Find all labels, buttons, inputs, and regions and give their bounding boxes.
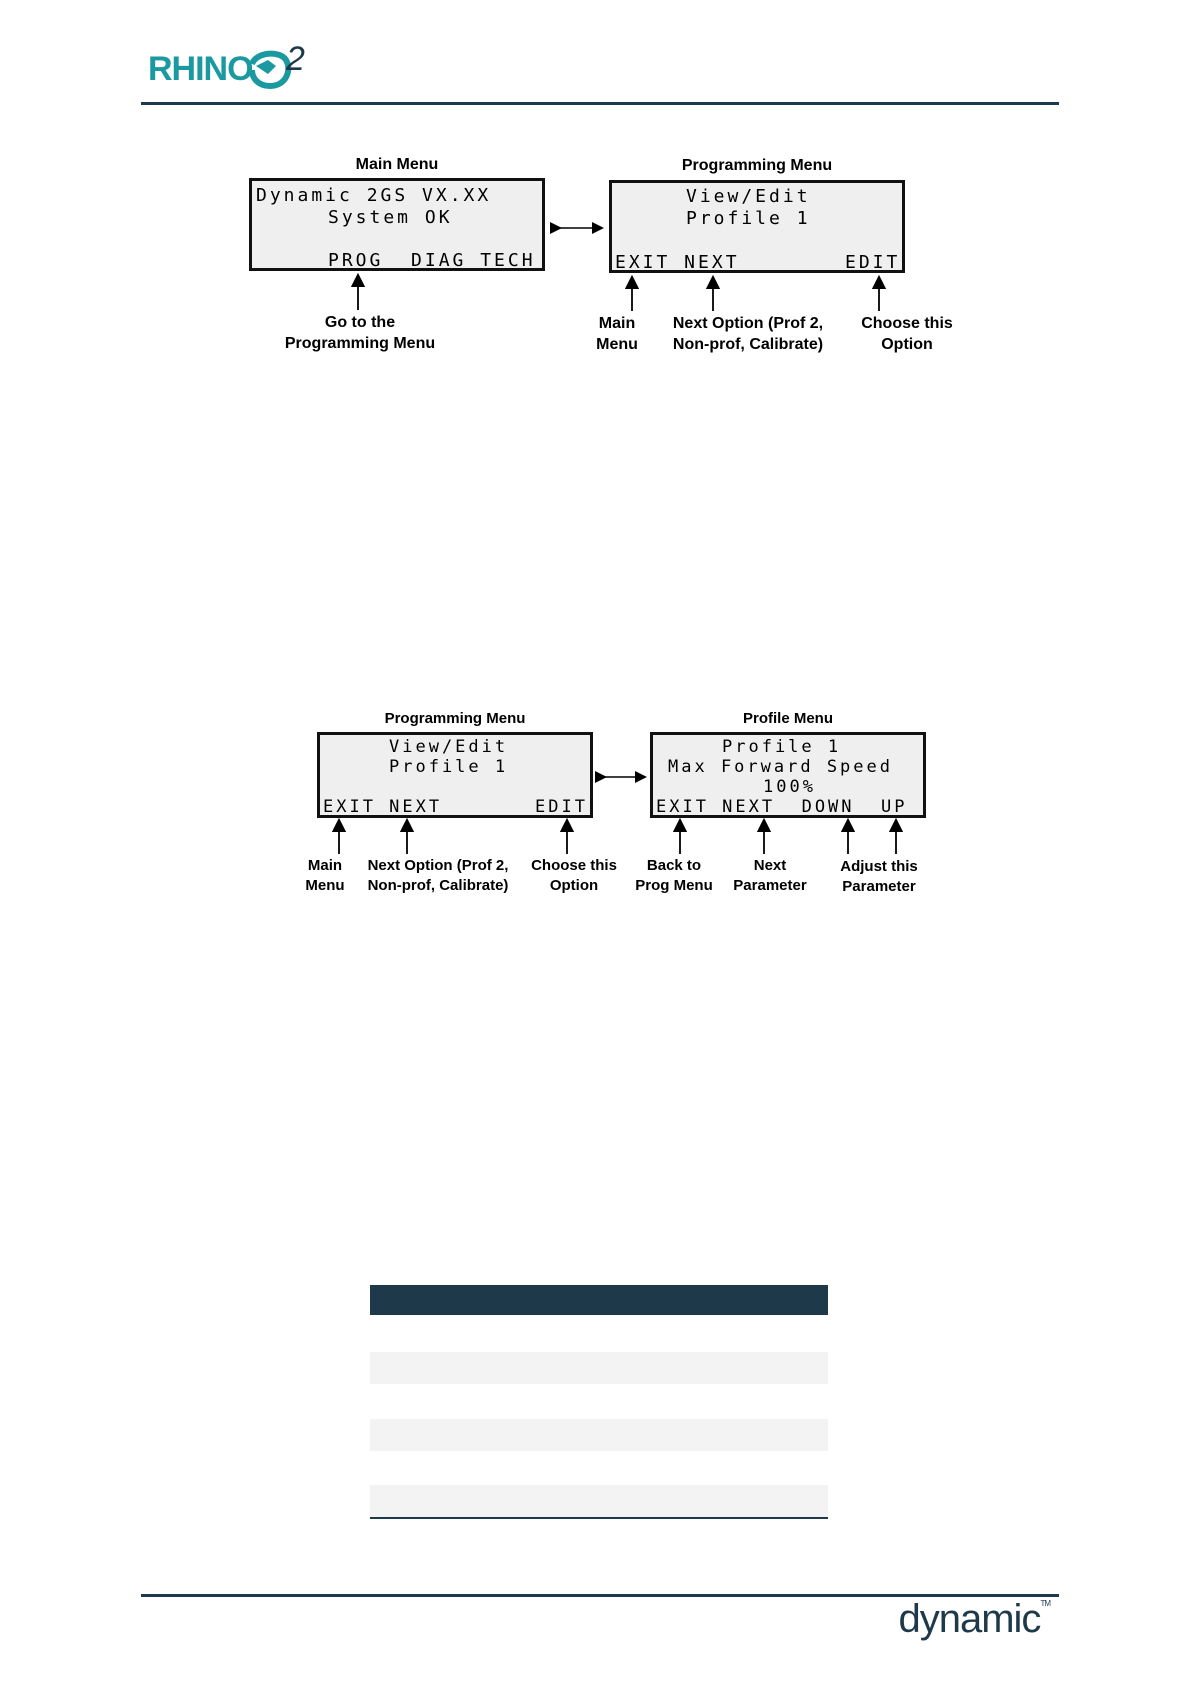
lcd-line-3: 100%	[763, 777, 816, 797]
caption-line: Non-prof, Calibrate)	[367, 877, 509, 894]
parameter-table	[370, 1285, 828, 1519]
diagram1-arrows	[350, 222, 887, 311]
caption-next: Next Option (Prof 2, Non-prof, Calibrate…	[658, 313, 838, 355]
programming-menu-screen: View/Edit Profile 1 EXIT NEXT EDIT	[317, 732, 593, 818]
lcd-line-2: Profile 1	[686, 208, 811, 229]
caption-edit: Choose this Option	[526, 856, 622, 896]
lcd-line-2: Max Forward Speed	[668, 757, 893, 777]
lcd-line-1: Profile 1	[722, 737, 842, 757]
programming-menu-title: Programming Menu	[681, 157, 833, 174]
caption-exit: Main Menu	[297, 856, 353, 896]
caption-line: Back to	[646, 857, 702, 874]
dynamic-logo: dynamicTM	[898, 1597, 1050, 1642]
caption-line: Parameter	[733, 877, 807, 894]
table-header	[370, 1285, 828, 1315]
caption-prog: Go to the Programming Menu	[268, 312, 452, 354]
caption-line: Go to the	[324, 314, 396, 331]
diagram-programming-to-profile: Programming Menu View/Edit Profile 1 EXI…	[0, 700, 1191, 910]
table-bottom-rule	[370, 1517, 828, 1519]
caption-next-parameter: Next Parameter	[724, 856, 816, 896]
caption-line: Next Option (Prof 2,	[367, 857, 509, 874]
lcd-softkeys: PROG DIAG TECH	[328, 250, 536, 271]
caption-line: Choose this	[861, 315, 953, 332]
caption-line: Main	[598, 315, 636, 332]
lcd-softkey-edit: EDIT	[535, 797, 588, 817]
table-row	[370, 1352, 828, 1384]
caption-line: Menu	[596, 336, 638, 353]
lcd-softkey-edit: EDIT	[845, 252, 901, 273]
header-rule	[141, 102, 1059, 105]
footer-rule	[141, 1594, 1059, 1597]
caption-adjust: Adjust this Parameter	[826, 857, 932, 897]
lcd-line-1: View/Edit	[389, 737, 509, 757]
profile-menu-title: Profile Menu	[742, 710, 833, 727]
caption-back: Back to Prog Menu	[628, 856, 720, 896]
diagram-main-to-programming: Main Menu Dynamic 2GS VX.XX System OK PR…	[0, 0, 1191, 380]
rhino-logo-mark-icon	[249, 50, 292, 90]
table-row	[370, 1451, 828, 1483]
lcd-softkeys-left: EXIT NEXT	[615, 252, 740, 273]
caption-line: Option	[549, 877, 599, 894]
caption-line: Choose this	[531, 857, 617, 874]
table-row	[370, 1385, 828, 1417]
caption-line: Prog Menu	[635, 877, 713, 894]
caption-line: Non-prof, Calibrate)	[672, 336, 824, 353]
table-row	[370, 1485, 828, 1517]
caption-edit: Choose this Option	[851, 313, 963, 355]
logo-text: RHINO	[148, 50, 254, 88]
main-menu-screen: Dynamic 2GS VX.XX System OK PROG DIAG TE…	[249, 178, 545, 271]
lcd-line-2: Profile 1	[389, 757, 509, 777]
programming-menu-title: Programming Menu	[384, 710, 526, 727]
lcd-line-2: System OK	[328, 207, 453, 228]
caption-line: Option	[881, 336, 933, 353]
rhino-logo: RHINO 2	[148, 40, 308, 92]
main-menu-title: Main Menu	[355, 156, 439, 173]
logo-superscript: 2	[286, 40, 305, 78]
caption-line: Next Option (Prof 2,	[672, 315, 824, 332]
profile-menu-screen: Profile 1 Max Forward Speed 100% EXIT NE…	[650, 732, 926, 818]
caption-line: Menu	[305, 877, 345, 894]
caption-line: Main	[307, 857, 343, 874]
trademark: TM	[1040, 1599, 1051, 1608]
lcd-softkeys-left: EXIT NEXT	[323, 797, 443, 817]
caption-next: Next Option (Prof 2, Non-prof, Calibrate…	[358, 856, 518, 896]
lcd-line-1: Dynamic 2GS VX.XX	[256, 185, 492, 206]
caption-exit: Main Menu	[587, 313, 647, 355]
brand-text: dynamic	[898, 1597, 1041, 1641]
table-row	[370, 1315, 828, 1347]
lcd-line-1: View/Edit	[686, 186, 811, 207]
caption-line: Next	[753, 857, 787, 874]
table-row	[370, 1419, 828, 1451]
caption-line: Programming Menu	[284, 335, 436, 352]
diagram2-arrows	[331, 771, 904, 854]
caption-line: Adjust this	[840, 858, 918, 875]
programming-menu-screen: View/Edit Profile 1 EXIT NEXT EDIT	[609, 180, 905, 273]
lcd-softkeys: EXIT NEXT DOWN UP	[656, 797, 908, 817]
caption-line: Parameter	[842, 878, 916, 895]
